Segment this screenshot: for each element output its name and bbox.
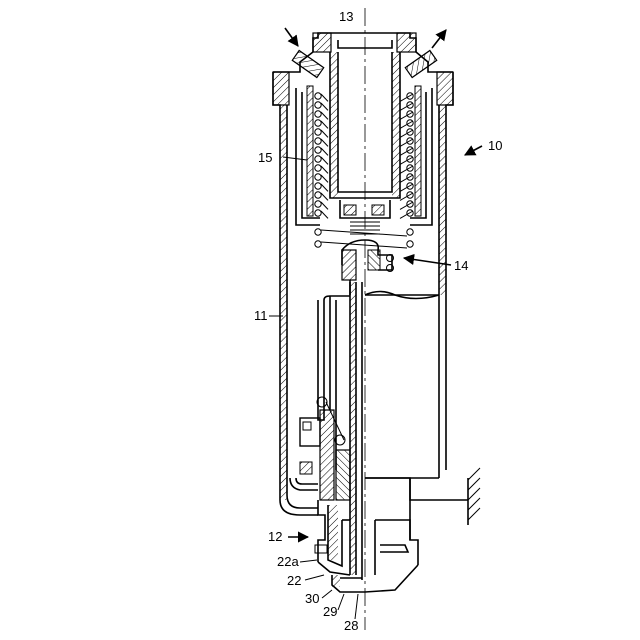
coil-wire	[321, 121, 328, 128]
label-22: 22	[287, 573, 301, 588]
coil-wire	[321, 148, 328, 155]
central-tube	[350, 282, 362, 580]
barrel	[365, 292, 468, 566]
coil-wire	[321, 230, 407, 236]
nozzle	[315, 500, 418, 592]
coil-turn	[315, 192, 321, 198]
coil-turn	[315, 229, 321, 235]
coil-turn	[315, 111, 321, 117]
coil-turn	[315, 174, 321, 180]
label-11: 11	[254, 308, 268, 323]
coil-turn	[315, 165, 321, 171]
label-13: 13	[339, 9, 353, 24]
label-29: 29	[323, 604, 337, 619]
coil-turn	[315, 210, 321, 216]
coil-wire	[321, 112, 328, 119]
coil-turn	[315, 241, 321, 247]
label-22a: 22a	[277, 554, 299, 569]
coil-wire	[321, 184, 328, 191]
coil-right	[400, 86, 421, 218]
coil-wire	[321, 139, 328, 146]
coil-turn	[315, 138, 321, 144]
label-12: 12	[268, 529, 282, 544]
coil-turn	[407, 241, 413, 247]
label-10: 10	[488, 138, 502, 153]
coil-turn	[315, 201, 321, 207]
coil-turn	[315, 120, 321, 126]
coil-wire	[321, 130, 328, 137]
coil-left	[307, 86, 328, 218]
label-14: 14	[454, 258, 468, 273]
coil-wire	[321, 211, 328, 218]
coil-turn	[315, 93, 321, 99]
coil-turn	[315, 183, 321, 189]
label-28: 28	[344, 618, 358, 633]
coil-turn	[407, 229, 413, 235]
inner-mechanism	[290, 296, 350, 500]
coil-turn	[315, 102, 321, 108]
coil-wire	[321, 94, 328, 101]
ground-symbol	[468, 468, 480, 525]
label-15: 15	[258, 150, 272, 165]
coil-wire	[321, 202, 328, 209]
coil-turn	[315, 147, 321, 153]
coil-wire	[321, 103, 328, 110]
coil-wire	[321, 157, 328, 164]
coil-turn	[315, 129, 321, 135]
coil-wire	[321, 242, 407, 248]
coil-wire	[321, 193, 328, 200]
coil-wire	[321, 175, 328, 182]
label-30: 30	[305, 591, 319, 606]
lower-coil	[315, 229, 413, 248]
coil-turn	[315, 156, 321, 162]
coil-wire	[321, 166, 328, 173]
